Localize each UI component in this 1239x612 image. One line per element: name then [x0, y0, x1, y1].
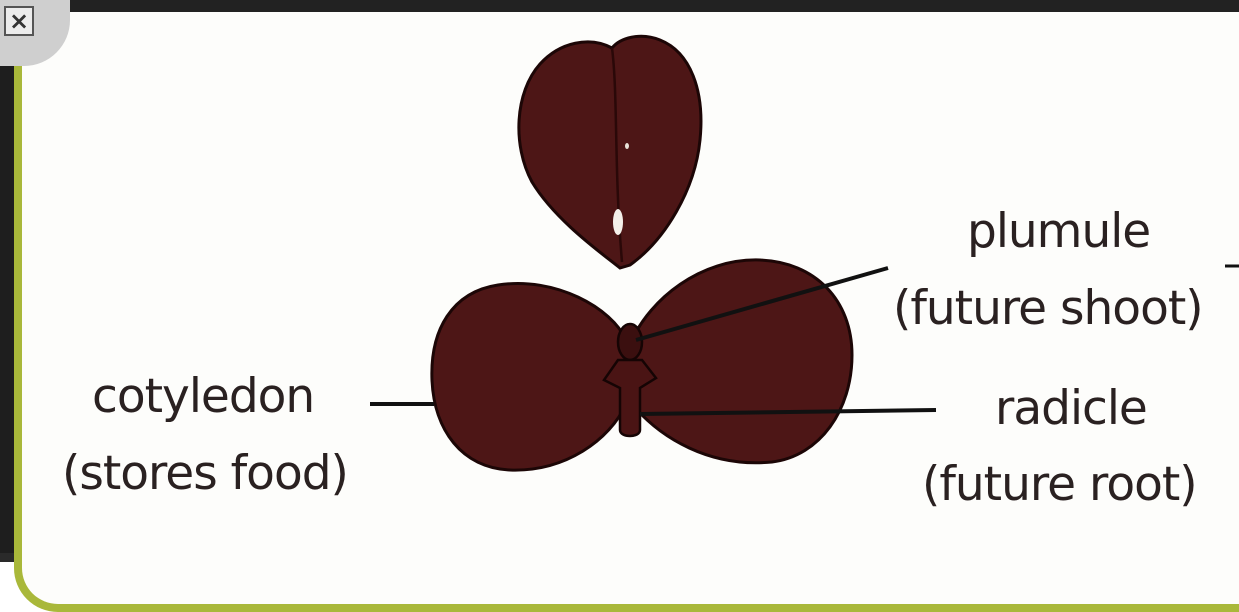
cotyledon-note: (stores food): [62, 450, 348, 497]
plumule-structure: [618, 324, 642, 360]
cotyledon-right: [632, 260, 852, 463]
plumule-note: (future shoot): [893, 285, 1203, 332]
cotyledon-left: [432, 283, 626, 470]
radicle-note: (future root): [922, 461, 1197, 508]
seed-hilum: [613, 209, 623, 235]
seed-micropyle: [625, 143, 629, 149]
radicle-label: radicle: [995, 385, 1147, 432]
plumule-label: plumule: [967, 208, 1150, 255]
cotyledon-label: cotyledon: [92, 373, 314, 420]
whole-seed: [519, 36, 701, 268]
